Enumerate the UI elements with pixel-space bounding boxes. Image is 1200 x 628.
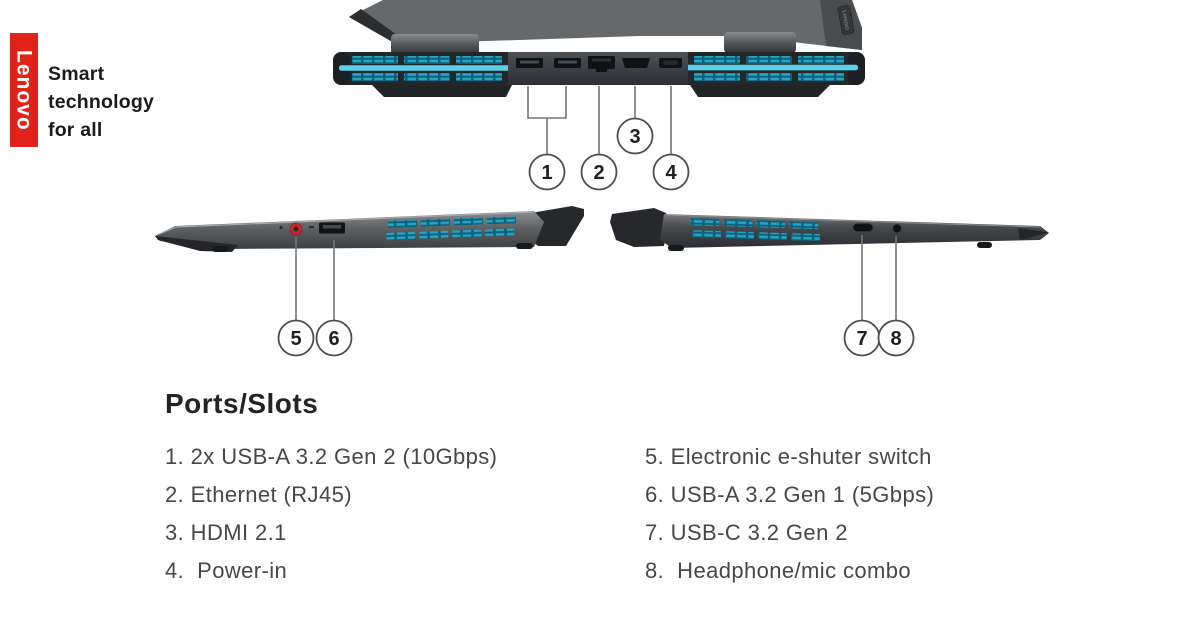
callout-number-1: 1	[541, 162, 552, 184]
rear-callout-lines	[527, 86, 672, 154]
callout-circle-6	[315, 319, 353, 357]
laptop-lid-edge	[349, 9, 404, 44]
usb-c-port-icon	[852, 223, 874, 232]
left-body-top-edge	[156, 211, 534, 236]
ports-list-left-column: 1. 2x USB-A 3.2 Gen 2 (10Gbps) 2. Ethern…	[165, 446, 595, 598]
port-item-6: 6. USB-A 3.2 Gen 1 (5Gbps)	[645, 482, 935, 507]
callout-number-2: 2	[593, 162, 604, 184]
right-side-vents	[690, 218, 820, 242]
callout-number-5: 5	[290, 328, 301, 350]
rear-callouts: 1 2 3 4	[528, 117, 690, 191]
left-callouts: 5 6	[277, 319, 353, 357]
ports-slots-heading: Ports/Slots	[165, 388, 319, 419]
lenovo-logo-text: Lenovo	[12, 49, 36, 131]
power-in-port-icon	[659, 58, 682, 68]
left-foot-rear	[516, 243, 533, 249]
right-callouts: 7 8	[843, 319, 915, 357]
rear-ports	[516, 56, 682, 72]
right-rear-fin	[610, 208, 668, 247]
left-small-mark	[279, 225, 283, 230]
callout-number-3: 3	[629, 126, 640, 148]
callout-circle-1	[528, 153, 566, 191]
headphone-jack-icon	[892, 223, 902, 234]
callout-circle-4	[652, 153, 690, 191]
rear-foot-left	[372, 85, 512, 97]
port-item-2: 2. Ethernet (RJ45)	[165, 482, 352, 507]
lenovo-logo: Lenovo	[10, 33, 38, 147]
callout-number-6: 6	[328, 328, 339, 350]
callout-number-4: 4	[665, 162, 677, 184]
ports-list-right-column: 5. Electronic e-shuter switch 6. USB-A 3…	[645, 446, 1085, 598]
rear-vents-right	[683, 56, 858, 81]
rear-foot-right	[690, 85, 830, 97]
left-side-vents	[386, 216, 516, 240]
laptop-right-side-view: 7 8	[610, 208, 1049, 357]
hinge-right	[724, 32, 796, 53]
lid-badge-text: Lenovo	[840, 10, 849, 31]
right-body-top-edge	[665, 214, 1041, 228]
usb-a-port-1-icon	[516, 58, 543, 68]
vent-light-bar-left	[339, 65, 522, 71]
usb-marking	[309, 226, 314, 228]
brand-tagline: Smart technology for all	[48, 63, 155, 141]
laptop-left-side-view: 5 6	[155, 206, 584, 357]
port-item-7: 7. USB-C 3.2 Gen 2	[645, 520, 848, 545]
right-nose-tip	[1018, 228, 1049, 240]
port-item-3: 3. HDMI 2.1	[165, 520, 287, 545]
callout-circle-3	[616, 117, 654, 155]
port-item-8: 8. Headphone/mic combo	[645, 558, 912, 583]
usb-a-side-port-icon	[319, 222, 345, 234]
ethernet-rj45-port-icon	[588, 56, 615, 72]
callout-number-7: 7	[856, 328, 867, 350]
laptop-rear-view: Lenovo	[333, 0, 865, 191]
right-callout-lines	[861, 235, 897, 320]
hinge-left	[391, 34, 479, 55]
port-item-1: 1. 2x USB-A 3.2 Gen 2 (10Gbps)	[165, 444, 498, 469]
left-rear-fin	[528, 206, 584, 246]
right-foot-rear	[668, 245, 684, 251]
lid-lenovo-badge: Lenovo	[837, 5, 855, 35]
callout-circle-2	[580, 153, 618, 191]
callout-circle-5	[277, 319, 315, 357]
left-callout-lines	[295, 237, 335, 320]
rear-vents-left	[339, 56, 522, 81]
port-item-5: 5. Electronic e-shuter switch	[645, 444, 932, 469]
callout-circle-8	[877, 319, 915, 357]
eshutter-switch-icon	[289, 222, 303, 236]
right-foot-front	[977, 242, 992, 248]
port-item-4: 4. Power-in	[165, 558, 288, 583]
left-foot-front	[212, 246, 229, 252]
hdmi-port-icon	[622, 58, 650, 68]
usb-a-port-2-icon	[554, 58, 581, 68]
vent-light-bar-right	[683, 64, 858, 71]
callout-number-8: 8	[890, 328, 901, 350]
